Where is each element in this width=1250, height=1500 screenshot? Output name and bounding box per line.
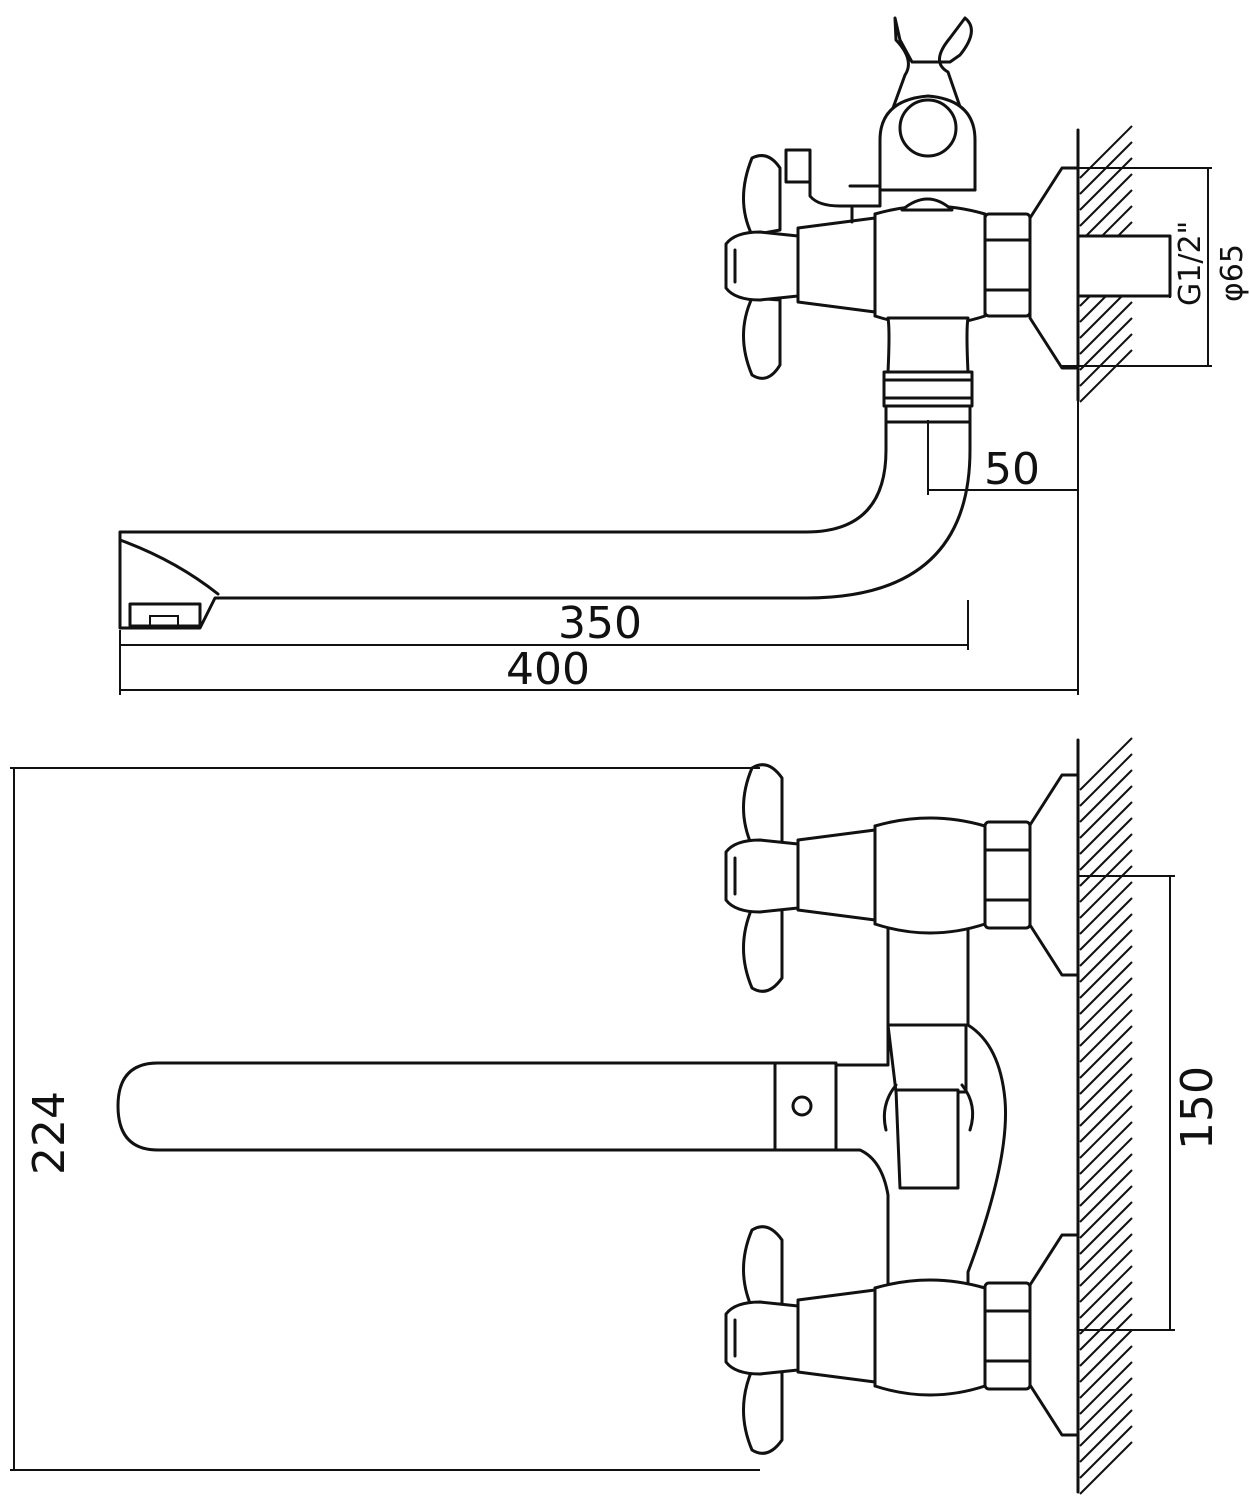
valve-body-upper [873,816,987,935]
wall-hatch-line [1079,301,1133,355]
wall-hatch-line [1079,1345,1133,1399]
wall-hatch-line [1079,125,1133,179]
wall-hatch-line [1079,1297,1133,1351]
wall-hatch-line [1079,753,1133,807]
wall-hatch-line [1079,1281,1133,1335]
wall-hatch-line [1079,1217,1133,1271]
wall-hatch-line [1079,1089,1133,1143]
wall-hatch-line [1079,833,1133,887]
valve-body-lower [873,1278,987,1397]
wall-hatch-line [1079,1425,1133,1479]
wall-hatch-line [1079,157,1133,211]
spout-connection-top [882,316,974,424]
wall-hatch-line [1079,769,1133,823]
wall-hatch-line [1079,1009,1133,1063]
diverter-lever-top [784,148,882,224]
wall-hatch-line [1079,785,1133,839]
hex-nut-lower [983,1281,1032,1391]
wall-hatch-line [1079,881,1133,935]
wall-hatch-line [1079,1377,1133,1431]
wall-hatch-line [1079,737,1133,791]
mounting-flange-lower [1028,1233,1080,1437]
valve-bonnet-upper [796,828,877,922]
wall-hatch-line [1079,1169,1133,1223]
wall-hatch-line [1079,977,1133,1031]
wall-hatch-line [1079,1057,1133,1111]
dim-224-label: 224 [24,1091,75,1175]
cross-handle-top [724,154,800,380]
wall-hatch-line [1079,1233,1133,1287]
dim-50: 50 [927,420,1078,495]
wall-hatch-line [1079,1329,1133,1383]
dim-350-label: 350 [558,598,642,649]
cross-handle-lower [724,1225,800,1455]
wall-hatch-line [1079,317,1133,371]
wall-front [1076,737,1133,1495]
wall-hatch-line [1079,189,1133,243]
wall-hatch-line [1079,961,1133,1015]
wall-hatch-line [1079,1041,1133,1095]
wall-hatch-line [1079,913,1133,967]
dim-thread-label: G1/2" [1173,221,1208,306]
wall-hatch-line [1079,1249,1133,1303]
top-view: 50 350 400 G1/2" φ65 [118,16,1250,695]
front-view: 224 150 [10,737,1223,1495]
wall-hatch-line [1079,1361,1133,1415]
wall-hatch-line [1079,897,1133,951]
mounting-flange-top [1028,166,1080,370]
wall-hatch-line [1079,333,1133,387]
spout-front [116,1061,777,1152]
wall-hatch-line [1079,1025,1133,1079]
spout-top [118,420,972,630]
dim-350: 350 [119,598,969,695]
wall-hatch-line [1079,945,1133,999]
wall-hatch-line [1079,1137,1133,1191]
dim-224: 224 [10,767,760,1471]
wall-hatch-line [1079,993,1133,1047]
wall-hatch-line [1079,1265,1133,1319]
valve-bonnet-lower [796,1288,877,1384]
wall-hatch-line [1079,865,1133,919]
wall-hatch-line [1079,1105,1133,1159]
dim-400: 400 [120,400,1079,695]
wall-hatch-line [1079,1393,1133,1447]
wall-hatch-line [1079,1409,1133,1463]
dim-50-label: 50 [984,444,1040,495]
wall-hatch-line [1079,349,1133,403]
diverter-front [882,1023,975,1190]
dim-flange: φ65 [1062,167,1250,367]
dim-150-label: 150 [1172,1066,1223,1150]
dim-150: 150 [1078,875,1223,1331]
cross-handle-upper [724,763,800,993]
wall-hatch-line [1079,801,1133,855]
wall-hatch-line [1079,1153,1133,1207]
wall-hatch-line [1079,1121,1133,1175]
wall-hatch-line [1079,929,1133,983]
wall-hatch-line [1079,1185,1133,1239]
dim-thread: G1/2" [1076,221,1208,306]
wall-hatch-line [1079,1441,1133,1495]
valve-bonnet-top [796,216,877,314]
wall-hatch-line [1079,1073,1133,1127]
wall-hatch-line [1079,817,1133,871]
hex-nut-top [983,212,1032,318]
hex-nut-upper [983,820,1032,930]
mounting-flange-upper [1028,773,1080,977]
shower-holder-top [878,16,977,212]
wall-hatch-line [1079,1313,1133,1367]
dim-flange-label: φ65 [1215,244,1250,302]
wall-hatch-line [1079,1201,1133,1255]
wall-hatch-line [1079,173,1133,227]
dim-400-label: 400 [506,644,590,695]
valve-body-top [873,204,987,327]
